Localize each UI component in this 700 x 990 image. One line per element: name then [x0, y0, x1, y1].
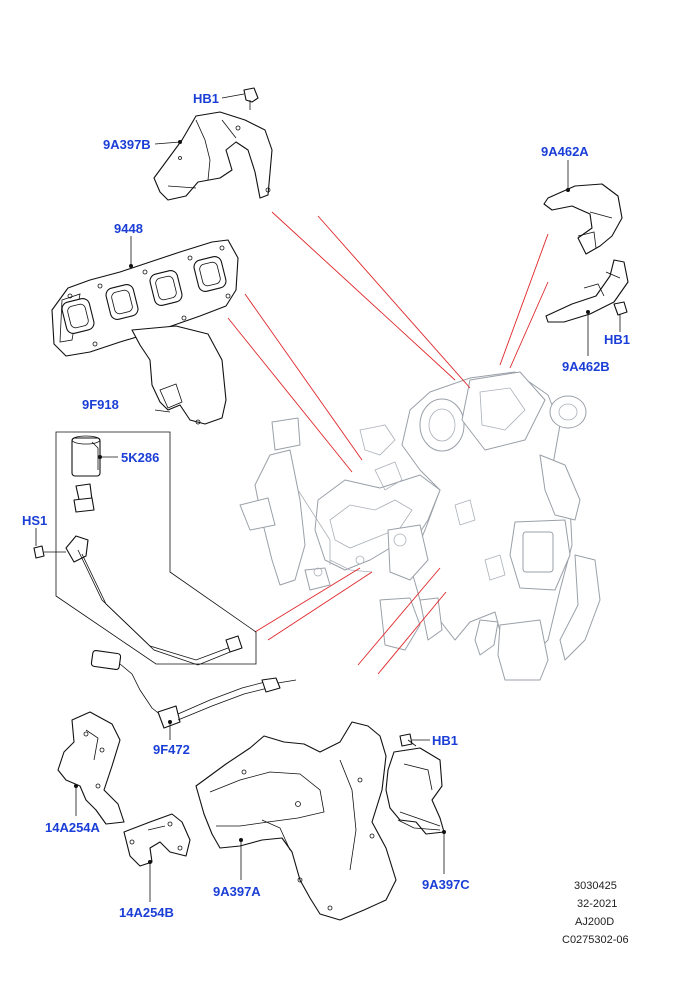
callout-9f918: 9F918	[82, 397, 119, 412]
callout-9a397a: 9A397A	[213, 884, 261, 899]
reference-block: 3030425 32-2021 AJ200D C0275302-06	[562, 880, 629, 946]
engine-assembly	[239, 371, 601, 681]
callout-9a397b: 9A397B	[103, 137, 151, 152]
screw-hs1	[33, 545, 66, 559]
sensor-sleeve-5k286	[71, 435, 101, 477]
kit-outline-9f918	[55, 431, 257, 665]
ref-line-3: AJ200D	[575, 916, 614, 928]
ref-line-4: C0275302-06	[562, 934, 629, 946]
callout-hb1-right: HB1	[604, 332, 630, 347]
exhaust-temp-sensor-9f472	[90, 649, 297, 729]
bolt-hb1-right	[613, 301, 628, 322]
callout-14a254a: 14A254A	[45, 820, 101, 835]
callout-5k286: 5K286	[121, 450, 159, 465]
callout-14a254b: 14A254B	[119, 905, 174, 920]
sensor-nut	[73, 483, 95, 513]
callout-hs1: HS1	[22, 513, 47, 528]
oxygen-sensor-pipe	[65, 535, 243, 666]
ref-line-1: 3030425	[574, 880, 617, 892]
heat-shield-9a397b	[153, 111, 273, 201]
callout-9a462b: 9A462B	[562, 359, 610, 374]
heat-shield-9a397a	[195, 721, 397, 921]
gasket-heat-shield	[131, 325, 227, 425]
ref-line-2: 32-2021	[577, 898, 617, 910]
callout-9f472: 9F472	[153, 742, 190, 757]
bolt-hb1-top	[243, 87, 259, 110]
heat-shield-9a397c	[385, 747, 445, 835]
turbo-shield-9a462a	[543, 183, 623, 255]
connector-lines	[227, 211, 549, 675]
callout-hb1-bottom: HB1	[432, 733, 458, 748]
bracket-14a254b	[123, 813, 191, 867]
bolt-hb1-bottom	[399, 733, 417, 747]
bracket-14a254a	[57, 711, 125, 825]
manifold-gasket-9448	[51, 239, 239, 357]
callout-9a397c: 9A397C	[422, 877, 470, 892]
callout-9448: 9448	[114, 221, 143, 236]
callout-hb1-top: HB1	[193, 91, 219, 106]
callout-9a462a: 9A462A	[541, 144, 589, 159]
turbo-shield-9a462b	[545, 259, 629, 323]
